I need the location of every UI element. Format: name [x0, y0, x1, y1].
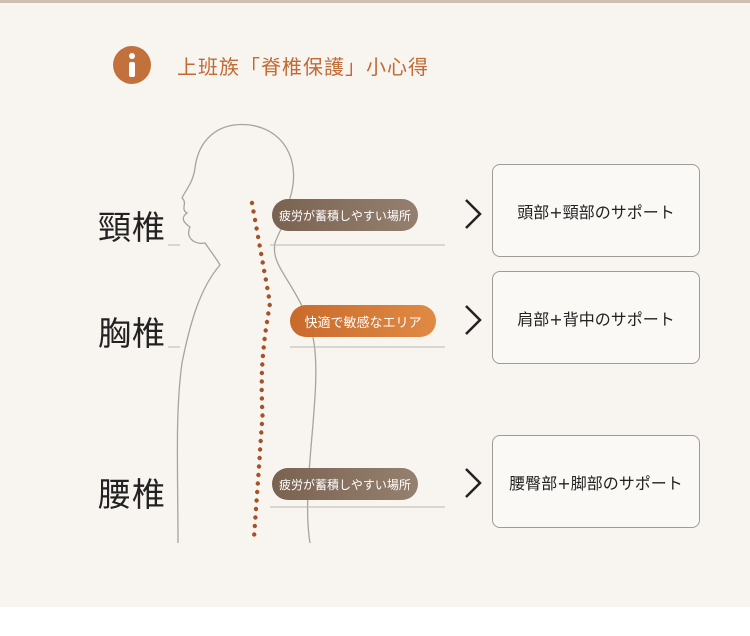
support-card-head: 頭部+頸部のサポート [492, 164, 700, 257]
spine-dot [264, 319, 270, 325]
content-panel: 上班族「脊椎保護」小心得 頸椎 胸椎 腰椎 疲労が蓄積しやすい場所 快適で敏感な… [0, 0, 750, 607]
spine-dot [263, 277, 268, 282]
tag-lumbar: 疲労が蓄積しやすい場所 [272, 468, 418, 500]
spine-dot [260, 353, 266, 359]
spine-dot [253, 515, 258, 520]
spine-dot [259, 370, 265, 376]
info-icon [113, 46, 151, 84]
spine-dot [263, 328, 268, 333]
spine-dot [266, 311, 271, 316]
spine-dot [255, 489, 260, 495]
spine-dot [254, 498, 259, 503]
spine-dot [256, 472, 261, 478]
chevron-right-icon [465, 199, 482, 229]
chevron-right-icon [465, 468, 482, 498]
spine-dot [260, 362, 265, 367]
spine-dot [265, 285, 270, 291]
spine-dot [255, 234, 261, 240]
spine-dot [257, 243, 262, 248]
page-title: 上班族「脊椎保護」小心得 [177, 54, 429, 79]
spine-dot [252, 217, 258, 223]
spine-dot [259, 387, 264, 393]
spine-dot [267, 302, 272, 308]
label-cervical: 頸椎 [98, 208, 166, 247]
chevron-right-icon [465, 305, 482, 335]
spine-dot [259, 430, 264, 435]
spine-dot [256, 464, 262, 469]
spine-dot [252, 523, 257, 529]
spine-diagram [168, 123, 482, 544]
spine-dot [252, 532, 257, 537]
spine-dot [259, 421, 265, 427]
spine-dot [257, 455, 262, 461]
tag-thoracic: 快適で敏感なエリア [290, 305, 436, 337]
spine-dot [262, 336, 267, 342]
spine-dots [249, 200, 272, 537]
spine-dot [259, 251, 264, 257]
support-card-back: 肩部+背中のサポート [492, 271, 700, 364]
spine-dot [257, 447, 263, 452]
label-thoracic: 胸椎 [98, 314, 166, 353]
support-card-legs: 腰臀部+脚部のサポート [492, 435, 700, 528]
spine-dot [262, 268, 267, 274]
label-lumbar: 腰椎 [98, 475, 166, 514]
spine-dot [259, 379, 264, 384]
spine-dot [260, 260, 265, 265]
spine-dot [249, 200, 255, 206]
body-silhouette [176, 123, 317, 544]
spine-dot [259, 396, 265, 401]
spine-dot [254, 226, 259, 231]
spine-dot [253, 506, 259, 512]
spine-dot [261, 345, 266, 350]
spine-dot [251, 209, 256, 214]
spine-dot [258, 438, 263, 444]
header: 上班族「脊椎保護」小心得 [113, 46, 429, 84]
spine-dot [259, 404, 265, 410]
tag-cervical: 疲労が蓄積しやすい場所 [272, 199, 418, 231]
spine-dot [255, 481, 260, 486]
spine-dot [260, 413, 265, 418]
spine-dot [266, 294, 271, 299]
